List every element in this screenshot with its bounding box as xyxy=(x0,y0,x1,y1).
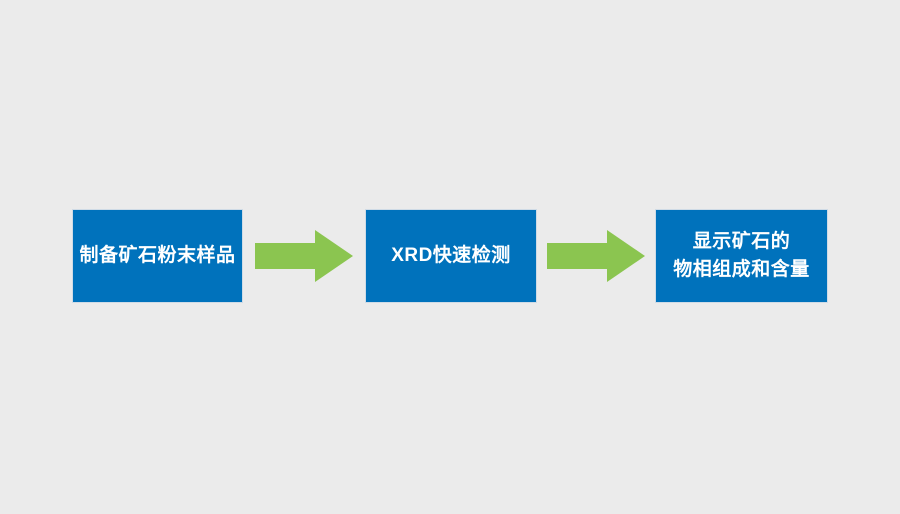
flow-step-label: 显示矿石的 物相组成和含量 xyxy=(673,231,810,280)
arrow-head xyxy=(607,230,645,282)
flow-step-xrd-detection: XRD快速检测 xyxy=(365,209,537,303)
arrow-shaft xyxy=(255,243,315,269)
flow-step-label: 制备矿石粉末样品 xyxy=(79,245,236,266)
arrow-shaft xyxy=(547,243,607,269)
flow-step-show-results: 显示矿石的 物相组成和含量 xyxy=(655,209,828,303)
arrow-head xyxy=(315,230,353,282)
arrow-right-icon xyxy=(255,230,353,282)
arrow-right-icon xyxy=(547,230,645,282)
flow-step-label: XRD快速检测 xyxy=(391,245,511,266)
flow-step-prepare-sample: 制备矿石粉末样品 xyxy=(72,209,243,303)
